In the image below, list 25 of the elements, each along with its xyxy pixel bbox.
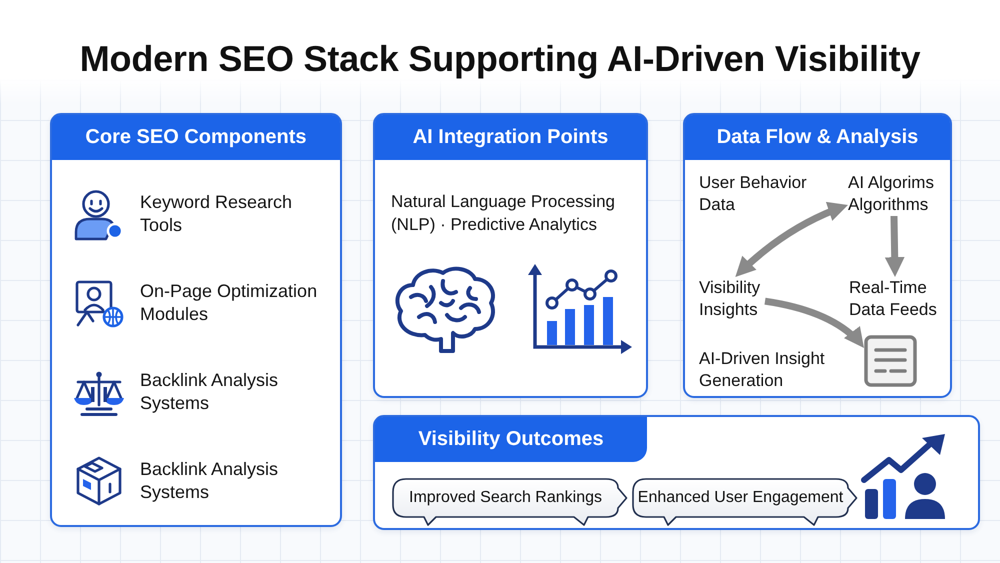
panel-header: Core SEO Components bbox=[52, 115, 340, 160]
item-label: On-Page Optimization Modules bbox=[140, 280, 318, 326]
flow-label: Visibility Insights bbox=[699, 277, 765, 321]
info-panel bbox=[683, 113, 952, 398]
info-panel bbox=[373, 113, 648, 398]
info-panel bbox=[50, 113, 342, 527]
speech-bubble: Enhanced User Engagement bbox=[632, 478, 858, 526]
arrow bbox=[764, 298, 867, 350]
item-label: Keyword Research Tools bbox=[140, 191, 294, 237]
arrow bbox=[884, 216, 905, 278]
info-panel bbox=[373, 415, 980, 530]
panel-header: AI Integration Points bbox=[375, 115, 646, 160]
icon-caption: AI-Driven Insight Generation bbox=[699, 348, 826, 392]
double-arrow bbox=[732, 202, 850, 280]
page-title: Modern SEO Stack Supporting AI-Driven Visibility bbox=[80, 37, 920, 81]
panel-header: Visibility Outcomes bbox=[375, 417, 647, 462]
flow-label: AI Algorims Algorithms bbox=[848, 172, 940, 216]
speech-bubble: Improved Search Rankings bbox=[392, 478, 628, 526]
body-text: Natural Language Processing (NLP) · Predictive Analytics bbox=[391, 191, 616, 236]
flow-label: Real-Time Data Feeds bbox=[849, 277, 941, 321]
flow-label: User Behavior Data bbox=[699, 172, 808, 216]
panel-header: Data Flow & Analysis bbox=[685, 115, 950, 160]
item-label: Backlink Analysis Systems bbox=[140, 458, 280, 504]
document-icon bbox=[864, 335, 917, 387]
item-label: Backlink Analysis Systems bbox=[140, 369, 280, 415]
